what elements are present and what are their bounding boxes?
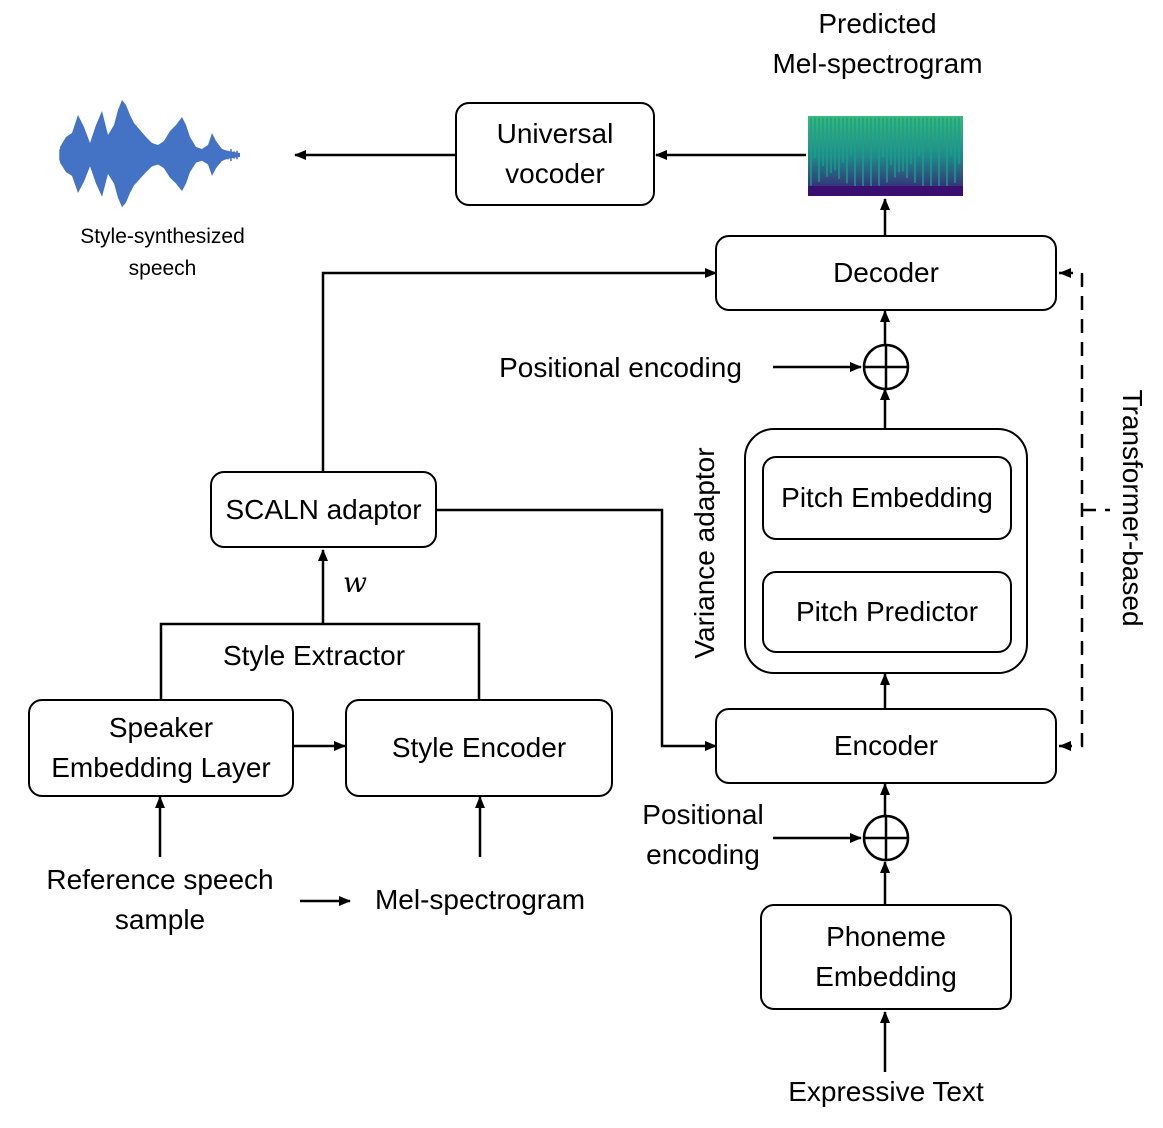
predicted-mel-label: Predicted Mel-spectrogram xyxy=(772,8,983,79)
mel-spectrogram-input-label: Mel-spectrogram xyxy=(374,884,586,915)
decoder-block: Decoder xyxy=(715,235,1057,311)
transformer-bracket xyxy=(1059,271,1084,748)
speech-label: Style-synthesized speech xyxy=(80,225,245,280)
pitch-predictor-block: Pitch Predictor xyxy=(762,571,1012,653)
waveform-image xyxy=(59,100,240,208)
encoder-block: Encoder xyxy=(715,708,1057,784)
style-extractor-bracket xyxy=(159,622,481,700)
expressive-text-label: Expressive Text xyxy=(788,1076,984,1107)
pitch-embedding-block: Pitch Embedding xyxy=(762,456,1012,540)
phoneme-embedding-block: Phoneme Embedding xyxy=(760,904,1012,1010)
reference-speech-label: Reference speech sample xyxy=(46,864,274,935)
scaln-adaptor-block: SCALN adaptor xyxy=(210,471,437,548)
spectrogram-image xyxy=(808,116,963,196)
arrow-scaln-to-encoder xyxy=(437,508,717,751)
universal-vocoder-block: Universal vocoder xyxy=(455,102,655,206)
style-extractor-label: Style Extractor xyxy=(222,640,406,671)
arrow-scaln-to-decoder xyxy=(321,268,717,472)
w-label: w xyxy=(343,566,367,599)
speaker-embedding-block: Speaker Embedding Layer xyxy=(28,699,294,797)
style-encoder-block: Style Encoder xyxy=(345,699,613,797)
positional-encoding-top-label: Positional encoding xyxy=(499,352,742,383)
positional-encoding-bottom-label: Positional encoding xyxy=(642,799,764,870)
